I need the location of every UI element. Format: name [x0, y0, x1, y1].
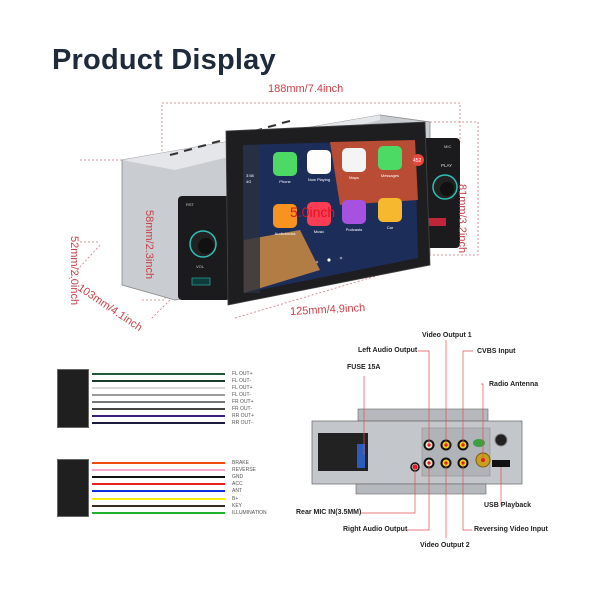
rear-panel-diagram	[311, 340, 523, 538]
wire-label: ANT	[232, 488, 242, 495]
wire-row: KEY	[92, 503, 292, 509]
wire-label: FR OUT-	[232, 406, 252, 412]
wire-label: FR OUT+	[232, 399, 254, 405]
app-label: Messages	[381, 173, 399, 178]
wire	[92, 504, 225, 507]
usb-port-front	[191, 277, 211, 286]
wire	[92, 462, 225, 464]
wire-row: FL OUT+	[92, 371, 292, 377]
wire	[92, 490, 225, 493]
fuse	[357, 444, 365, 468]
rst-label: RST	[186, 202, 195, 207]
wire	[92, 415, 225, 417]
wire-label: ILLUMINATION	[232, 509, 267, 516]
wire-label: REVERSE	[232, 467, 256, 474]
wire-row: B+	[92, 496, 292, 502]
wire-label: FL OUT+	[232, 385, 253, 391]
wire-label: B+	[232, 495, 239, 502]
display-screen: 3:58 4G Phone Now Playing Maps MessagesAudi…	[225, 121, 431, 306]
label-right-audio-output: Right Audio Output	[343, 526, 408, 533]
power-harness-connector	[57, 459, 89, 517]
wire	[92, 476, 225, 479]
wire-row: FL OUT+	[92, 385, 292, 391]
wire-label: RR OUT+	[232, 413, 255, 419]
label-left-audio-output: Left Audio Output	[358, 347, 418, 354]
right-control-panel: MIC PLAY	[420, 138, 460, 248]
height-dimension-left: 52mm/2.0inch	[68, 236, 80, 306]
wire-row: REVERSE	[92, 467, 292, 473]
wire	[92, 387, 225, 389]
app-label: Car	[387, 225, 394, 230]
app-icon-music[interactable]: Music	[307, 202, 331, 234]
wire-row: GND	[92, 474, 292, 480]
wire-label: FL OUT+	[232, 371, 253, 377]
app-icon-audiobooks[interactable]: Audiobooks	[273, 204, 297, 236]
wire-row: FL OUT-	[92, 392, 292, 398]
screen-size-label: 5.0inch	[290, 204, 336, 220]
app-label: Podcasts	[346, 227, 362, 232]
vol-label: VOL	[196, 264, 205, 269]
wire-label: KEY	[232, 502, 243, 509]
wire	[92, 401, 225, 403]
mic-label: MIC	[444, 144, 451, 149]
wire-row: RR OUT-	[92, 420, 292, 426]
wire-label: FL OUT-	[232, 392, 251, 398]
speaker-harness-connector	[57, 369, 89, 428]
wire	[92, 380, 225, 382]
wire-row: ILLUMINATION	[92, 510, 292, 516]
label-reversing-video-input: Reversing Video Input	[474, 526, 548, 533]
wire	[92, 511, 225, 514]
label-fuse: FUSE 15A	[347, 364, 381, 371]
wire	[92, 483, 225, 486]
usb-port-right	[428, 218, 446, 226]
label-video-output-1: Video Output 1	[422, 332, 472, 339]
wire-label: FL OUT-	[232, 378, 251, 384]
wire	[92, 408, 225, 410]
head-unit-illustration: RST VOL MIC PLAY 3:58 4G Phone Now Playin…	[67, 102, 479, 321]
app-icon-car[interactable]: Car	[378, 198, 402, 230]
wire	[92, 497, 225, 500]
wire-row: FR OUT+	[92, 399, 292, 405]
wire	[92, 422, 225, 424]
wire-row: BRAKE	[92, 460, 292, 466]
height-dimension-right: 81mm/3.2inch	[456, 184, 468, 254]
label-video-output-2: Video Output 2	[420, 542, 470, 549]
page-title: Product Display	[52, 44, 276, 76]
app-label: Audiobooks	[275, 231, 296, 236]
app-label: Music	[314, 229, 324, 234]
play-label: PLAY	[441, 163, 452, 168]
wire-label: GND	[232, 474, 244, 481]
usb-port-rear	[492, 460, 510, 467]
label-radio-antenna: Radio Antenna	[489, 381, 539, 388]
wire-row: ACC	[92, 481, 292, 487]
wire-label: ACC	[232, 481, 243, 488]
label-rear-mic: Rear MIC IN(3.5MM)	[296, 509, 362, 516]
wire-label: BRAKE	[232, 460, 249, 466]
wire-row: RR OUT+	[92, 413, 292, 419]
wire-label: RR OUT-	[232, 420, 253, 426]
width-dimension: 188mm/7.4inch	[268, 83, 344, 95]
status-network: 4G	[246, 179, 251, 184]
left-control-panel: RST VOL	[178, 196, 230, 300]
wire-row: FR OUT-	[92, 406, 292, 412]
wire	[92, 469, 225, 472]
app-icon-maps[interactable]: Maps	[342, 148, 366, 180]
app-label: Phone	[279, 179, 291, 184]
wire-row: ANT	[92, 488, 292, 494]
app-label: Maps	[349, 175, 359, 180]
app-icon-messages[interactable]: Messages	[378, 146, 402, 178]
wire	[92, 373, 225, 375]
wire-row: FL OUT-	[92, 378, 292, 384]
app-icon-now-playing[interactable]: Now Playing	[307, 150, 331, 182]
app-icon-phone[interactable]: Phone	[273, 152, 297, 184]
app-icon-podcasts[interactable]: Podcasts	[342, 200, 366, 232]
label-usb-playback: USB Playback	[484, 502, 532, 509]
app-label: Now Playing	[308, 177, 330, 182]
label-cvbs-input: CVBS Input	[477, 348, 516, 355]
wire	[92, 394, 225, 396]
panel-height-dimension: 58mm/2.3inch	[143, 210, 155, 280]
messages-badge: 452	[413, 158, 422, 164]
status-time: 3:58	[246, 173, 255, 178]
